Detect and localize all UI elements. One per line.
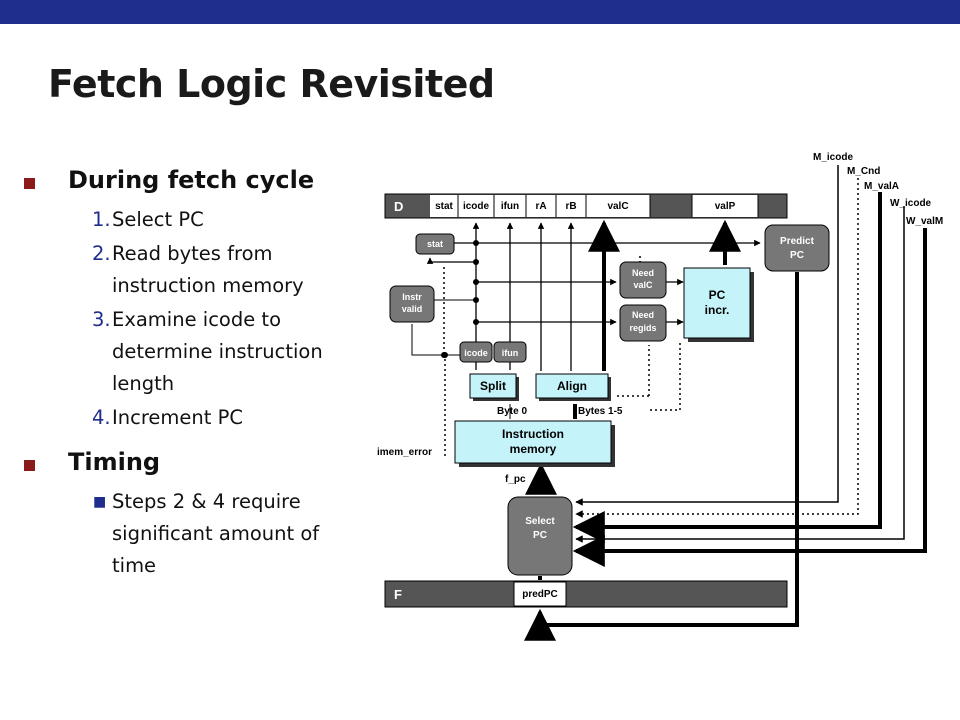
- bullet-heading: Timing: [68, 448, 161, 476]
- bullet-fetch-cycle: During fetch cycle: [22, 166, 362, 194]
- d-field: ifun: [501, 201, 519, 212]
- need-regids-block: Need regids: [619, 304, 667, 342]
- instruction-memory-block: Instruction memory: [454, 420, 615, 467]
- bytes15-label: Bytes 1-5: [578, 406, 623, 417]
- bullet-arrow-icon: ■: [93, 494, 107, 510]
- step-number: 1.: [92, 208, 111, 231]
- sub-bullet-text: Steps 2 & 4 require significant amount o…: [112, 490, 320, 577]
- d-register: D stat icode ifun rA rB valC valP: [384, 193, 788, 219]
- block-label: valid: [402, 304, 423, 314]
- step-list: 1.Select PC 2.Read bytes from instructio…: [22, 204, 362, 434]
- d-field: icode: [463, 201, 490, 212]
- step-text: Increment PC: [112, 406, 243, 429]
- f-register-label: F: [394, 587, 402, 602]
- junction-dots: [441, 240, 544, 486]
- f-pc-label: f_pc: [505, 474, 526, 485]
- d-field: rA: [535, 201, 546, 212]
- signal-m-cnd: M_Cnd: [847, 166, 880, 177]
- predict-pc-block: Predict PC: [764, 224, 830, 272]
- byte0-label: Byte 0: [497, 406, 527, 417]
- bullet-square-icon: [24, 460, 35, 471]
- block-label: memory: [510, 442, 557, 456]
- need-valc-block: Need valC: [619, 261, 667, 299]
- block-label: ifun: [502, 348, 519, 358]
- block-label: regids: [629, 323, 656, 333]
- block-label: valC: [633, 280, 653, 290]
- bullet-list: During fetch cycle 1.Select PC 2.Read by…: [22, 160, 362, 582]
- pc-incr-block: PC incr.: [683, 267, 754, 342]
- step-number: 2.: [92, 242, 111, 265]
- slide-title: Fetch Logic Revisited: [48, 62, 495, 106]
- step-number: 3.: [92, 308, 111, 331]
- step-text: Examine icode to determine instruction l…: [112, 308, 323, 395]
- block-label: PC: [533, 530, 547, 541]
- d-field: valC: [607, 201, 628, 212]
- block-label: incr.: [705, 303, 730, 317]
- step-item: 2.Read bytes from instruction memory: [22, 238, 362, 302]
- step-text: Select PC: [112, 208, 204, 231]
- split-block: Split: [469, 373, 519, 401]
- block-label: Select: [525, 516, 555, 527]
- block-label: PC: [709, 288, 726, 302]
- stat-block: stat: [415, 233, 455, 255]
- signal-w-icode: W_icode: [890, 198, 932, 209]
- sub-bullet: ■ Steps 2 & 4 require significant amount…: [22, 486, 362, 582]
- block-label: stat: [427, 239, 443, 249]
- block-label: Instruction: [502, 427, 564, 441]
- step-number: 4.: [92, 406, 111, 429]
- d-field: valP: [715, 201, 736, 212]
- block-label: Need: [632, 268, 654, 278]
- ifun-block: ifun: [493, 341, 527, 363]
- signal-m-vala: M_valA: [864, 181, 899, 192]
- signal-w-valm: W_valM: [906, 216, 943, 227]
- feedback-wires: [572, 165, 927, 567]
- top-banner: [0, 0, 960, 24]
- bullet-square-icon: [24, 178, 35, 189]
- bullet-timing: Timing: [22, 448, 362, 476]
- icode-block: icode: [459, 341, 493, 363]
- block-label: icode: [464, 348, 488, 358]
- instr-valid-block: Instr valid: [389, 285, 435, 323]
- block-label: Split: [480, 379, 506, 393]
- block-label: PC: [790, 250, 804, 261]
- select-pc-block: Select PC: [507, 496, 573, 576]
- step-item: 4.Increment PC: [22, 402, 362, 434]
- wires: [411, 219, 799, 641]
- block-label: Align: [557, 379, 587, 393]
- d-register-label: D: [394, 199, 403, 214]
- f-field: predPC: [522, 589, 558, 600]
- step-text: Read bytes from instruction memory: [112, 242, 304, 297]
- align-block: Align: [535, 373, 611, 401]
- step-item: 3.Examine icode to determine instruction…: [22, 304, 362, 400]
- d-field: stat: [435, 201, 453, 212]
- step-item: 1.Select PC: [22, 204, 362, 236]
- signal-m-icode: M_icode: [813, 152, 853, 163]
- f-register: F predPC: [384, 580, 788, 608]
- d-field: rB: [565, 201, 576, 212]
- block-label: Need: [632, 310, 654, 320]
- block-label: Predict: [780, 236, 815, 247]
- bullet-heading: During fetch cycle: [68, 166, 315, 194]
- imem-error-label: imem_error: [377, 447, 432, 458]
- block-label: Instr: [402, 292, 422, 302]
